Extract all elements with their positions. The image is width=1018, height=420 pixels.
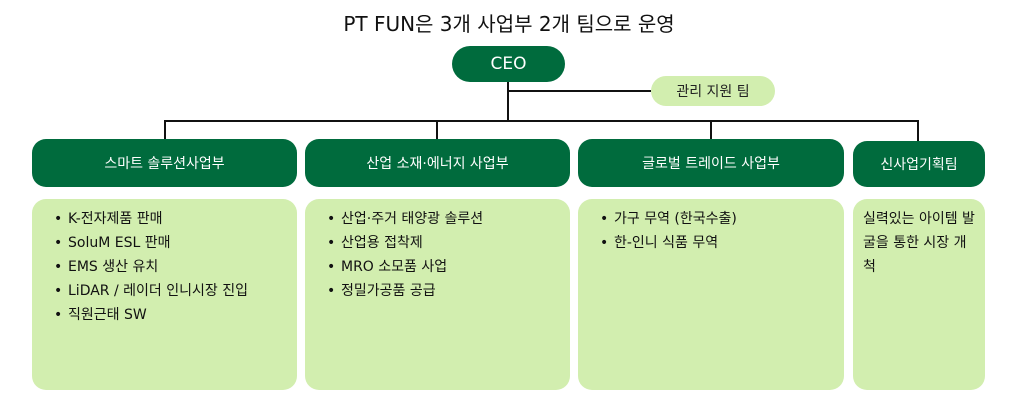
list-item: 산업·주거 태양광 솔루션 (327, 207, 570, 231)
list-item: 가구 무역 (한국수출) (600, 207, 844, 231)
smart-solution-list: K-전자제품 판매 SoluM ESL 판매 EMS 생산 유치 LiDAR /… (32, 199, 297, 327)
chart-title: PT FUN은 3개 사업부 2개 팀으로 운영 (343, 12, 675, 36)
list-item: 직원근태 SW (54, 303, 297, 327)
new-business-description: 실력있는 아이템 발굴을 통한 시장 개척 (863, 211, 975, 275)
list-item: 정밀가공품 공급 (327, 279, 570, 303)
list-item: SoluM ESL 판매 (54, 231, 297, 255)
new-business-panel: 실력있는 아이템 발굴을 통한 시장 개척 (853, 199, 985, 390)
global-trade-panel: 가구 무역 (한국수출) 한-인니 식품 무역 (578, 199, 844, 390)
list-item: 산업용 접착제 (327, 231, 570, 255)
division-industrial-materials-energy: 산업 소재·에너지 사업부 (305, 139, 570, 187)
ceo-node: CEO (452, 46, 565, 82)
list-item: 한-인니 식품 무역 (600, 231, 844, 255)
list-item: LiDAR / 레이더 인니시장 진입 (54, 279, 297, 303)
division-global-trade: 글로벌 트레이드 사업부 (578, 139, 844, 187)
list-item: EMS 생산 유치 (54, 255, 297, 279)
global-trade-list: 가구 무역 (한국수출) 한-인니 식품 무역 (578, 199, 844, 255)
list-item: K-전자제품 판매 (54, 207, 297, 231)
division-smart-solution: 스마트 솔루션사업부 (32, 139, 297, 187)
smart-solution-panel: K-전자제품 판매 SoluM ESL 판매 EMS 생산 유치 LiDAR /… (32, 199, 297, 390)
division-new-business-planning: 신사업기획팀 (853, 141, 985, 187)
industrial-energy-list: 산업·주거 태양광 솔루션 산업용 접착제 MRO 소모품 사업 정밀가공품 공… (305, 199, 570, 303)
management-support-team-node: 관리 지원 팀 (651, 76, 775, 106)
industrial-energy-panel: 산업·주거 태양광 솔루션 산업용 접착제 MRO 소모품 사업 정밀가공품 공… (305, 199, 570, 390)
list-item: MRO 소모품 사업 (327, 255, 570, 279)
